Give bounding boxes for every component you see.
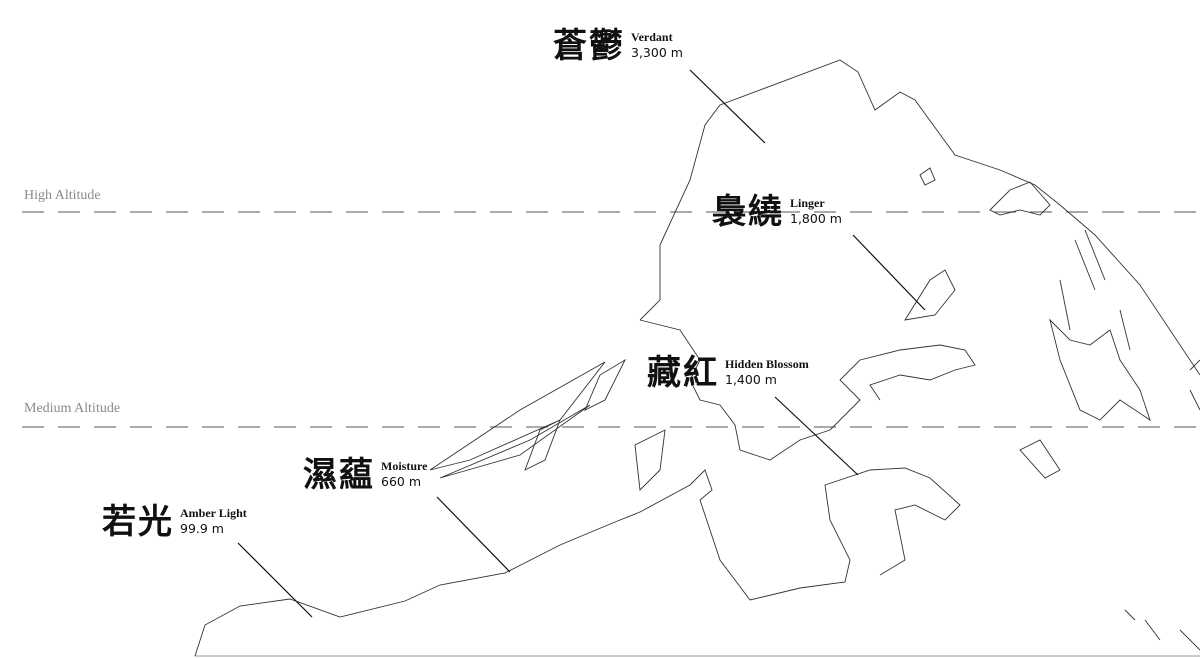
leader-linger <box>852 234 926 311</box>
zone-label-high: High Altitude <box>24 188 101 203</box>
place-name-en: Amber Light <box>180 506 247 520</box>
place-name-en: Verdant <box>631 30 673 44</box>
place-altitude: 660 m <box>381 474 422 489</box>
leader-moisture <box>436 496 511 573</box>
place-name-zh: 裊繞 <box>712 192 784 232</box>
leader-lines <box>237 69 926 618</box>
place-altitude: 3,300 m <box>631 45 683 60</box>
leader-verdant <box>689 69 766 144</box>
place-name-zh: 蒼鬱 <box>553 26 625 66</box>
place-name-zh: 藏紅 <box>647 353 719 393</box>
leader-amber-light <box>237 542 313 618</box>
place-altitude: 1,800 m <box>790 211 842 226</box>
place-name-en: Linger <box>790 196 825 210</box>
place-name-zh: 濕藴 <box>303 455 375 495</box>
leader-hidden-blossom <box>774 396 859 476</box>
place-name-zh: 若光 <box>102 502 174 542</box>
place-altitude: 99.9 m <box>180 521 224 536</box>
place-name-en: Hidden Blossom <box>725 357 809 371</box>
coastline <box>194 59 1200 657</box>
zone-label-medium: Medium Altitude <box>24 401 121 416</box>
place-altitude: 1,400 m <box>725 372 777 387</box>
place-name-en: Moisture <box>381 459 428 473</box>
